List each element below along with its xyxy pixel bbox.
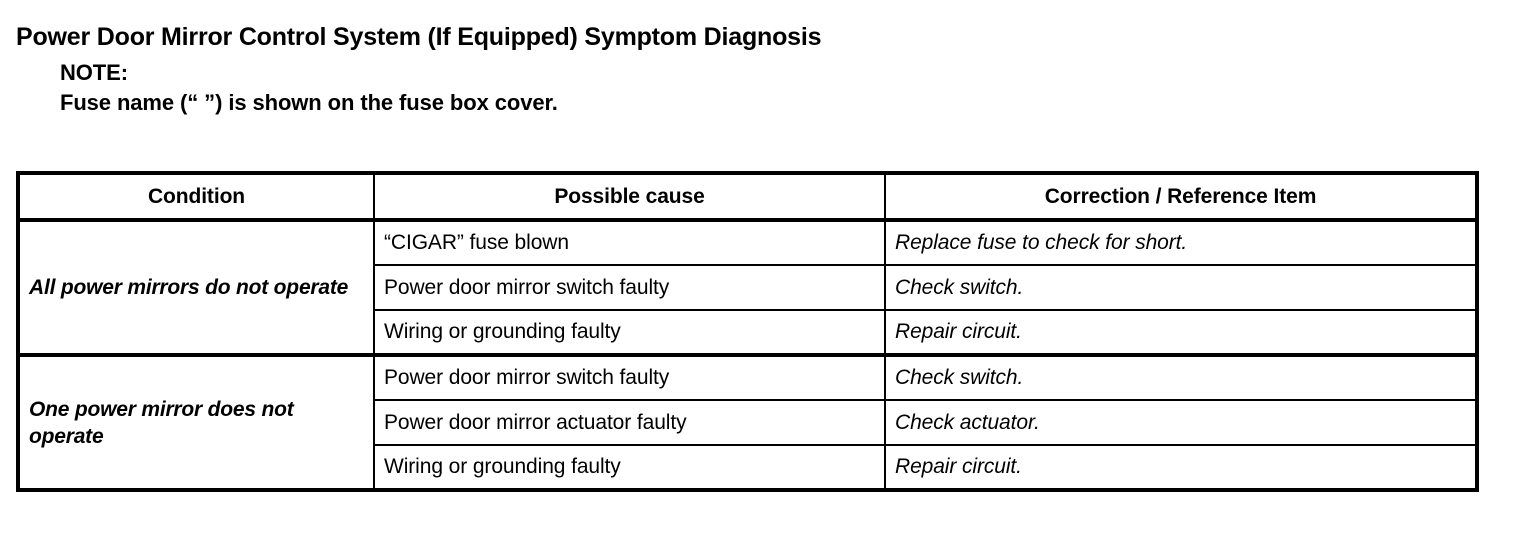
table-row: Power door mirror switch faulty Check sw… xyxy=(18,264,1478,311)
correction-cell: Repair circuit. xyxy=(884,444,1478,492)
table-body: All power mirrors do not operate “CIGAR”… xyxy=(17,219,1478,492)
column-header-possible-cause: Possible cause xyxy=(373,172,886,222)
symptom-diagnosis-table-wrapper: Condition Possible cause Correction / Re… xyxy=(16,171,1479,492)
table-header: Condition Possible cause Correction / Re… xyxy=(17,172,1478,222)
possible-cause-cell: Power door mirror switch faulty xyxy=(373,264,886,311)
table-row: One power mirror does not operate Power … xyxy=(17,353,1478,491)
condition-cell: All power mirrors do not operate xyxy=(17,219,375,356)
correction-cell: Check switch. xyxy=(884,264,1478,311)
possible-cause-cell: “CIGAR” fuse blown xyxy=(373,219,886,266)
note-block: NOTE: Fuse name (“ ”) is shown on the fu… xyxy=(60,58,558,118)
correction-cell: Repair circuit. xyxy=(884,309,1478,356)
table-row: Wiring or grounding faulty Repair circui… xyxy=(18,444,1478,492)
possible-cause-cell: Power door mirror switch faulty xyxy=(373,353,886,401)
page-title: Power Door Mirror Control System (If Equ… xyxy=(16,22,822,51)
note-text: Fuse name (“ ”) is shown on the fuse box… xyxy=(60,90,558,115)
possible-cause-cell: Wiring or grounding faulty xyxy=(373,444,886,492)
correction-cell: Replace fuse to check for short. xyxy=(884,219,1478,266)
column-header-correction: Correction / Reference Item xyxy=(884,172,1478,222)
possible-cause-cell: Power door mirror actuator faulty xyxy=(373,399,886,446)
correction-cell: Check switch. xyxy=(884,353,1478,401)
condition-cell: One power mirror does not operate xyxy=(17,353,375,491)
symptom-diagnosis-table: Condition Possible cause Correction / Re… xyxy=(16,171,1479,492)
table-row: Power door mirror actuator faulty Check … xyxy=(18,399,1478,446)
table-row: All power mirrors do not operate “CIGAR”… xyxy=(17,219,1478,356)
possible-cause-cell: Wiring or grounding faulty xyxy=(373,309,886,356)
table-header-row: Condition Possible cause Correction / Re… xyxy=(17,172,1478,222)
note-label: NOTE: xyxy=(60,60,128,85)
correction-cell: Check actuator. xyxy=(884,399,1478,446)
column-header-condition: Condition xyxy=(17,172,375,222)
table-row: Wiring or grounding faulty Repair circui… xyxy=(18,309,1478,356)
